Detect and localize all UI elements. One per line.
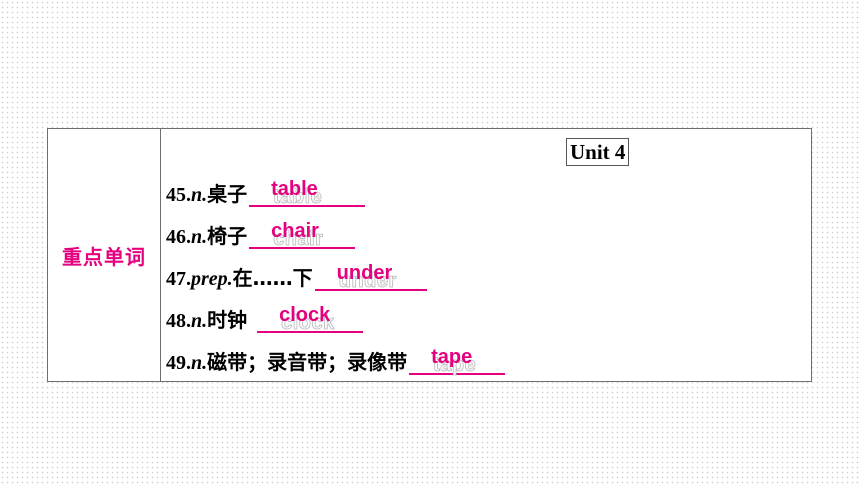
vocabulary-table: 重点单词 Unit 4 45.n.桌子 table table 46.n.椅子 … — [47, 128, 812, 382]
item-prompt: 46.n.椅子 — [166, 224, 247, 249]
item-prompt: 48.n.时钟 — [166, 308, 247, 333]
answer-text: chair — [271, 220, 319, 242]
item-chinese: 时钟 — [207, 308, 248, 332]
answer-blank: chair chair — [249, 220, 356, 251]
answer-text: table — [271, 178, 318, 200]
answer-ghost-text: under — [338, 270, 397, 293]
item-prompt: 49.n.磁带；录音带；录像带 — [166, 350, 407, 375]
item-chinese: 磁带；录音带；录像带 — [207, 350, 408, 374]
answer-blank: tape tape — [409, 346, 506, 377]
answer-ghost-text: clock — [281, 312, 335, 335]
item-prompt: 45.n.桌子 — [166, 182, 247, 207]
vocab-item-48: 48.n.时钟 clock clock — [166, 299, 364, 335]
item-part-of-speech: n. — [191, 352, 208, 374]
vocab-item-49: 49.n.磁带；录音带；录像带 tape tape — [166, 341, 506, 377]
vocab-item-45: 45.n.桌子 table table — [166, 173, 366, 209]
item-part-of-speech: n. — [191, 226, 208, 248]
unit-title: Unit 4 — [566, 138, 630, 166]
item-number: 47. — [166, 268, 191, 290]
answer-blank: clock clock — [257, 304, 364, 335]
item-chinese: 桌子 — [207, 182, 248, 206]
answer-text: clock — [279, 304, 331, 326]
answer-text: under — [336, 262, 393, 284]
item-part-of-speech: prep. — [191, 268, 233, 290]
item-part-of-speech: n. — [191, 184, 208, 206]
answer-blank: table table — [249, 178, 366, 209]
answer-ghost-text: table — [273, 186, 323, 209]
item-number: 46. — [166, 226, 191, 248]
vocab-item-46: 46.n.椅子 chair chair — [166, 215, 356, 251]
answer-text: tape — [431, 346, 473, 368]
answer-ghost-text: tape — [433, 354, 477, 377]
item-prompt: 47.prep.在……下 — [166, 266, 313, 291]
vocab-item-47: 47.prep.在……下 under under — [166, 257, 427, 293]
item-number: 45. — [166, 184, 191, 206]
item-part-of-speech: n. — [191, 310, 208, 332]
item-chinese: 椅子 — [207, 224, 248, 248]
category-cell: 重点单词 — [48, 129, 161, 381]
answer-blank: under under — [314, 262, 427, 293]
item-number: 49. — [166, 352, 191, 374]
answer-ghost-text: chair — [273, 228, 324, 251]
content-cell: Unit 4 45.n.桌子 table table 46.n.椅子 chair… — [161, 129, 811, 381]
category-label: 重点单词 — [62, 244, 146, 269]
item-number: 48. — [166, 310, 191, 332]
item-chinese: 在……下 — [232, 266, 313, 290]
